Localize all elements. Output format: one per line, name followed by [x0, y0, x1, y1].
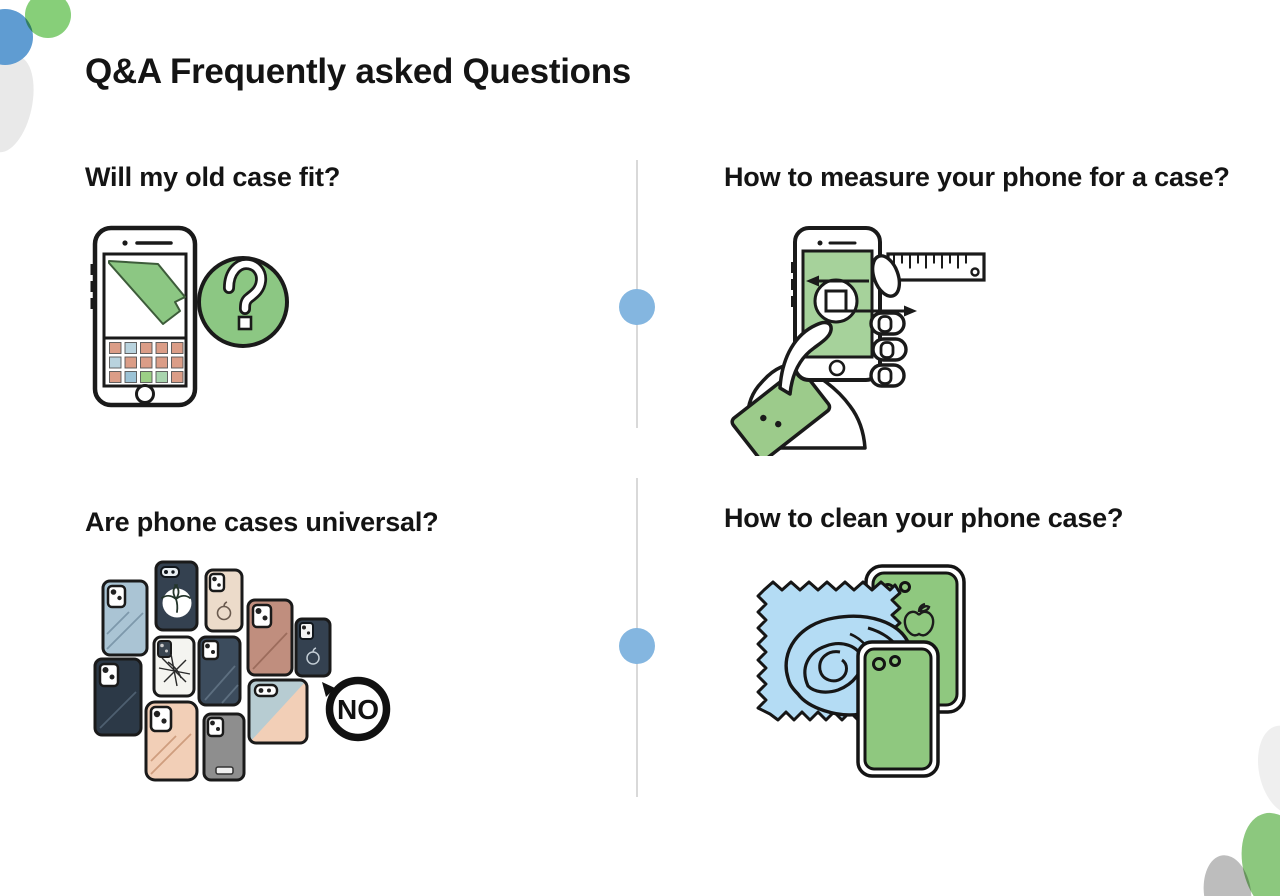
- no-badge: NO: [322, 676, 391, 742]
- question-will-my-old-case-fit: Will my old case fit?: [85, 162, 341, 192]
- green-case-front: [856, 640, 940, 778]
- question-are-cases-universal: Are phone cases universal?: [85, 507, 439, 537]
- phone-with-question-mark-icon: [90, 225, 289, 408]
- apple-logo-icon: [903, 602, 935, 637]
- divider-dot-bottom: [619, 628, 655, 664]
- sleeve-cuff: [730, 367, 832, 456]
- question-how-to-measure: How to measure your phone for a case?: [724, 162, 1230, 192]
- assorted-phone-cases-icon: NO: [93, 560, 391, 782]
- ruler-icon: [886, 252, 986, 282]
- decorative-green-circle-top-left: [25, 0, 71, 38]
- measure-arrows-icon: [806, 275, 917, 317]
- cleaning-cloth-and-cases-icon: [756, 564, 966, 778]
- decorative-white-blob-bottom-right: [1250, 720, 1280, 820]
- decorative-gray-blob-top-left: [0, 51, 42, 157]
- no-badge-text: NO: [337, 694, 379, 725]
- question-how-to-clean: How to clean your phone case?: [724, 503, 1124, 533]
- hand-measuring-phone-icon: [730, 226, 986, 456]
- divider-dot-top: [619, 289, 655, 325]
- page-title: Q&A Frequently asked Questions: [85, 52, 631, 91]
